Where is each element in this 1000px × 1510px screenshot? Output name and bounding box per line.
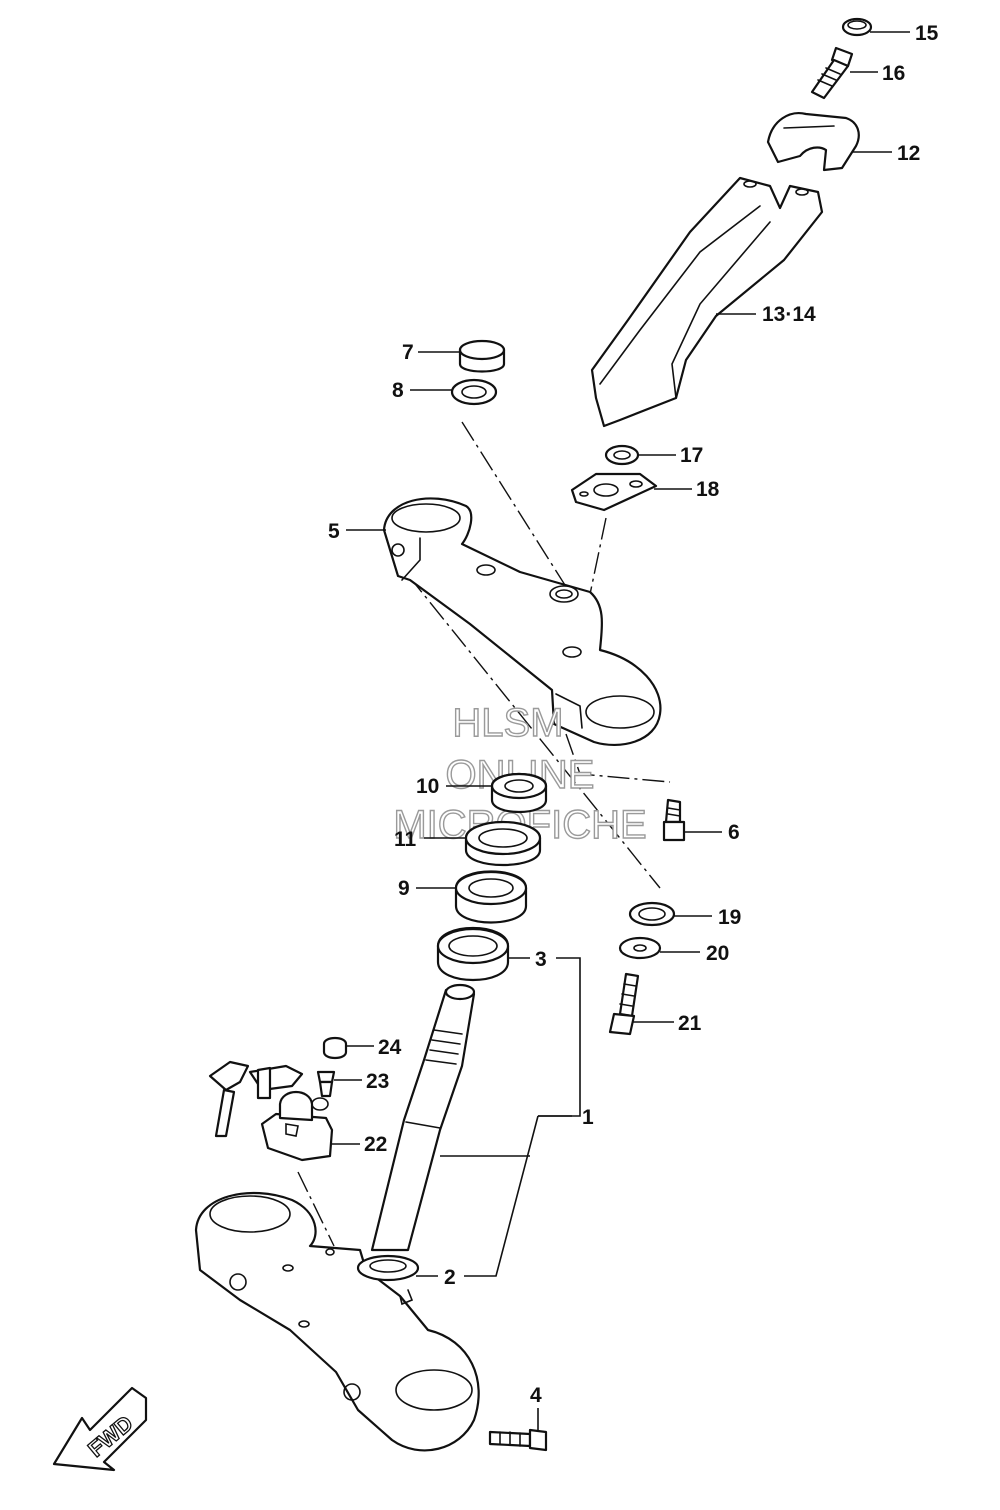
callout-3: 3 [535,948,547,971]
callout-10: 10 [416,775,439,798]
part-6-bolt [662,798,686,842]
part-7-nut [458,339,506,373]
part-10-nut [490,772,548,814]
callout-21: 21 [678,1012,702,1035]
part-8-washer [450,378,498,406]
part-1-steering-stem [370,983,476,1252]
watermark-line1: HLSM [452,701,563,745]
part-2-seal [356,1254,420,1282]
part-20-washer [618,936,662,960]
part-12-clamp [766,112,860,172]
callout-17: 17 [680,444,703,467]
part-19-washer [628,901,676,927]
lower-bracket [194,1192,480,1452]
callout-13-14: 13·14 [762,303,816,326]
callout-20: 20 [706,942,729,965]
part-3-bearing [436,927,510,981]
callout-5: 5 [328,520,340,543]
callout-23: 23 [366,1070,389,1093]
callout-24: 24 [378,1036,402,1059]
part-5-upper-bracket [382,497,662,746]
callout-labels: 15 16 12 13·14 7 8 17 18 5 10 11 9 3 1 2… [328,22,939,1407]
part-23-bolt [316,1070,336,1098]
fwd-arrow-icon: FWD [52,1386,148,1472]
callout-16: 16 [882,62,905,85]
callout-2: 2 [444,1266,456,1289]
part-22-ignition-lock [208,1060,334,1162]
part-13-14-handlebar [590,176,824,428]
callout-4: 4 [530,1384,542,1407]
part-17-washer [604,444,640,466]
part-15-cap [841,17,873,37]
callout-6: 6 [728,821,740,844]
leader-lines [332,31,910,1430]
part-16-bolt [810,46,854,100]
callout-19: 19 [718,906,741,929]
part-24-cap [322,1036,348,1060]
part-4-bolt [488,1428,548,1452]
callout-1: 1 [582,1106,594,1129]
callout-18: 18 [696,478,720,501]
part-11-seal [464,820,542,866]
callout-8: 8 [392,379,404,402]
callout-15: 15 [915,22,939,45]
callout-7: 7 [402,341,414,364]
callout-11: 11 [394,828,417,851]
part-21-bolt [608,972,640,1036]
part-18-plate [570,472,658,512]
callout-22: 22 [364,1133,387,1156]
part-9-bearing [454,870,528,924]
callout-12: 12 [897,142,920,165]
callout-9: 9 [398,877,410,900]
